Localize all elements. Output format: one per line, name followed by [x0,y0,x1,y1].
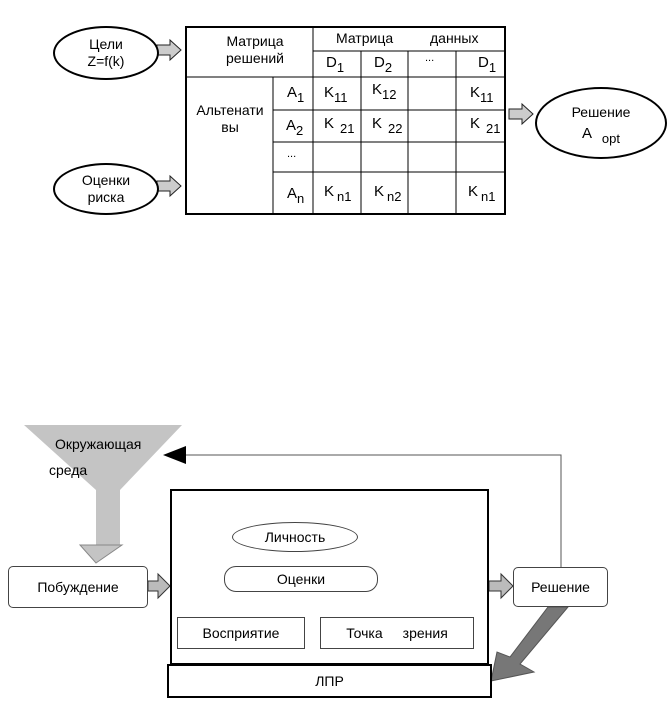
personality-label: Личность [264,529,326,545]
decision-matrix: Матрица решений Матрица данных Альтенати… [185,26,506,215]
environment-funnel [24,425,182,545]
matrix-grid [187,28,504,213]
decision-aopt: A opt [582,125,620,146]
cell-k11: K11 [324,84,348,105]
assessments-box: Оценки [224,566,378,592]
risk-to-matrix-arrow [156,174,182,198]
decision-label-top: Решение [571,104,631,120]
cell-k12: K12 [372,81,397,102]
perception-box: Восприятие [177,617,305,649]
goals-label: Цели [89,36,123,52]
dm-label: ЛПР [315,673,344,689]
feedback-line [186,454,562,567]
motivation-label: Побуждение [37,579,119,595]
goals-to-matrix-arrow [156,38,182,62]
personality-ellipse: Личность [232,522,358,552]
decision-box: Решение [513,567,608,607]
risk-ellipse: Оценки риска [53,163,159,215]
risk-label-2: риска [87,189,125,205]
alternatives-label: Альтенати вы [196,102,264,135]
decision-label-bottom: Решение [531,579,590,595]
decision-to-dm-arrow [490,606,570,682]
to-decision-arrow [488,572,514,600]
matrix-to-decision-arrow [508,102,534,126]
col-header-d2: D2 [374,54,393,75]
environment-funnel-tip [78,544,124,564]
decision-ellipse-top: Решение A opt [535,87,667,159]
assessments-label: Оценки [276,571,326,587]
col-header-dlast: D1 [478,54,497,75]
dm-box: ЛПР [167,664,492,698]
environment-label: Окружающая среда [49,436,142,478]
alt-a1: A1 [287,84,305,105]
col-header-ellipsis: ... [425,52,435,64]
alt-a2: A2 [286,117,304,138]
motivation-box: Побуждение [8,566,148,608]
perception-label: Восприятие [202,625,280,641]
risk-label-1: Оценки [81,172,131,188]
feedback-arrowhead [163,446,186,464]
alt-ellipsis: ... [287,148,297,160]
motivation-arrow [147,572,171,600]
col-header-d1: D1 [326,54,345,75]
viewpoint-box: Точка зрения [320,617,474,649]
cell-k11-last: K11 [470,84,494,105]
goals-formula: Z=f(k) [87,53,125,69]
alt-an: An [287,185,305,206]
goals-ellipse: Цели Z=f(k) [53,26,159,80]
decisions-header: Матрица решений [226,33,284,66]
